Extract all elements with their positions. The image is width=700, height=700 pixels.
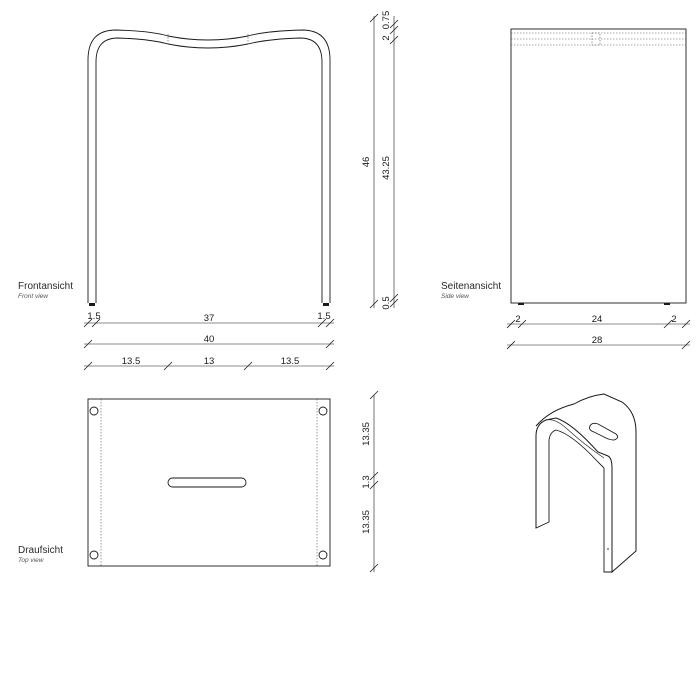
top-view-foot bbox=[318, 406, 328, 416]
front-view-title: Frontansicht bbox=[18, 281, 73, 292]
front-dim-row-1 bbox=[83, 318, 335, 328]
side-dim-row-1 bbox=[506, 319, 691, 329]
top-view-foot bbox=[89, 406, 99, 416]
dim-front-leg-left: 1.5 bbox=[87, 311, 100, 322]
front-view-inner-profile bbox=[95, 37, 323, 303]
top-view bbox=[87, 398, 331, 567]
dim-front-seg-left: 13.5 bbox=[122, 356, 141, 367]
top-view-outline bbox=[87, 398, 331, 567]
side-view-outline bbox=[510, 28, 687, 304]
isometric-handle-slot bbox=[589, 422, 619, 441]
top-view-foot bbox=[89, 550, 99, 560]
dim-side-right: 2 bbox=[671, 314, 676, 325]
side-view-slot-hint bbox=[591, 32, 601, 46]
dim-top-depth-lower: 13.35 bbox=[361, 510, 372, 534]
dim-height-top-thickness: 0.75 bbox=[381, 11, 392, 30]
isometric-stool-body bbox=[535, 393, 637, 574]
height-dim-lines bbox=[369, 13, 399, 309]
front-view-foot bbox=[323, 303, 329, 306]
dim-front-span: 37 bbox=[204, 313, 215, 324]
isometric-foot-dot bbox=[607, 548, 609, 550]
top-view-foot bbox=[318, 550, 328, 560]
dim-side-mid: 24 bbox=[592, 314, 603, 325]
front-view-subtitle: Front view bbox=[18, 293, 49, 300]
dim-front-seg-mid: 13 bbox=[204, 356, 215, 367]
top-view-handle-slot bbox=[167, 477, 247, 488]
side-view-foot bbox=[518, 303, 524, 305]
side-dim-row-2 bbox=[506, 340, 691, 350]
dim-height-total: 46 bbox=[361, 157, 372, 168]
isometric-view bbox=[535, 393, 637, 574]
dim-height-top-2: 2 bbox=[381, 35, 392, 40]
dim-side-total: 28 bbox=[592, 335, 603, 346]
front-view-outer-profile bbox=[87, 29, 331, 303]
dim-front-leg-right: 1.5 bbox=[317, 311, 330, 322]
front-dim-row-2 bbox=[83, 339, 335, 349]
front-dim-row-3 bbox=[83, 361, 335, 371]
top-dim-vertical bbox=[369, 390, 379, 573]
dim-top-slot: 1.3 bbox=[361, 475, 372, 488]
isometric-top-edge bbox=[545, 419, 605, 459]
top-view-subtitle: Top view bbox=[18, 557, 45, 564]
dim-side-left: 2 bbox=[515, 314, 520, 325]
dim-height-inner: 43.25 bbox=[381, 156, 392, 180]
dim-front-seg-right: 13.5 bbox=[281, 356, 300, 367]
side-view bbox=[510, 28, 687, 305]
top-view-title: Draufsicht bbox=[18, 545, 63, 556]
front-view bbox=[87, 29, 331, 306]
isometric-front-edge bbox=[535, 429, 612, 573]
side-view-title: Seitenansicht bbox=[441, 281, 501, 292]
front-view-foot bbox=[89, 303, 95, 306]
side-view-foot bbox=[664, 303, 670, 305]
dim-height-foot: 0.5 bbox=[381, 296, 392, 309]
side-view-subtitle: Side view bbox=[441, 293, 470, 300]
dim-front-total-width: 40 bbox=[204, 334, 215, 345]
dim-top-depth-upper: 13.35 bbox=[361, 422, 372, 446]
